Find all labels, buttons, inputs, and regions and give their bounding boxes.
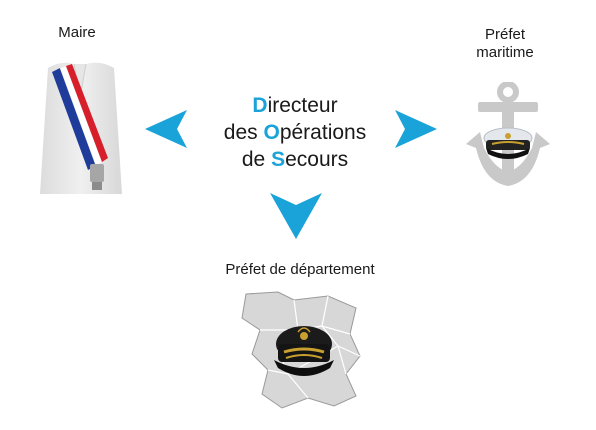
title-initial-o: O (263, 121, 280, 144)
prefet-maritime-label-line2: maritime (476, 44, 534, 61)
dos-title: Directeur des Opérations de Secours (185, 92, 405, 173)
prefet-maritime-label: Préfet maritime (455, 26, 555, 62)
title-rest-3: ecours (285, 148, 349, 171)
title-initial-d: D (252, 94, 268, 117)
mayor-sash-icon (40, 62, 122, 194)
title-initial-s: S (271, 148, 286, 171)
title-line-2: des Opérations (185, 119, 405, 146)
maire-label: Maire (58, 24, 96, 41)
anchor-cap-icon (466, 82, 550, 186)
arrow-left-icon (145, 110, 187, 148)
prefet-departement-label: Préfet de département (225, 261, 375, 278)
title-rest-2: pérations (279, 121, 367, 144)
arrow-down-icon (270, 193, 322, 239)
title-rest-1: irecteur (267, 94, 338, 117)
title-before-3: de (241, 148, 272, 171)
prefet-maritime-label-line1: Préfet (484, 26, 526, 43)
arrow-right-icon (395, 110, 437, 148)
title-before-2: des (223, 121, 264, 144)
title-line-3: de Secours (185, 146, 405, 173)
france-map-cap-icon (238, 290, 366, 410)
title-line-1: Directeur (185, 92, 405, 119)
